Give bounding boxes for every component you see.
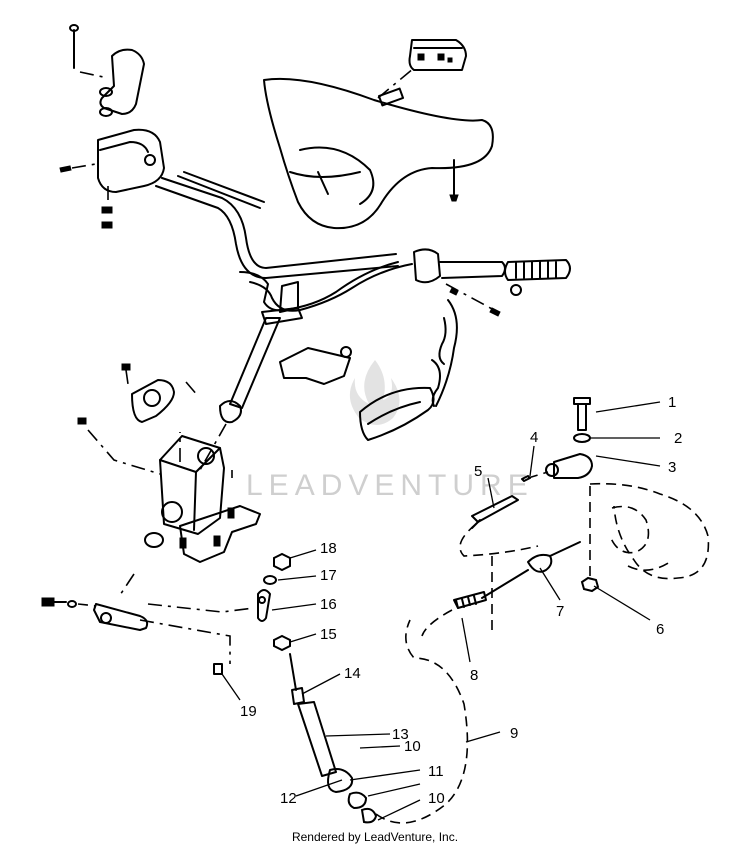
shift-cable xyxy=(289,619,469,824)
callout-10a: 10 xyxy=(404,738,421,755)
callout-9: 9 xyxy=(510,725,518,742)
callout-15: 15 xyxy=(320,626,337,643)
callout-18: 18 xyxy=(320,540,337,557)
steering-support xyxy=(77,417,261,563)
handlebar xyxy=(155,171,571,325)
callout-8: 8 xyxy=(470,667,478,684)
callout-19: 19 xyxy=(240,703,257,720)
callout-7: 7 xyxy=(556,603,564,620)
cable-guide-plate xyxy=(279,346,352,385)
callout-12: 12 xyxy=(280,790,297,807)
callout-3: 3 xyxy=(668,459,676,476)
tie-rod-end-assembly xyxy=(421,397,710,637)
callout-4: 4 xyxy=(530,429,538,446)
callout-14: 14 xyxy=(344,665,361,682)
steering-column xyxy=(121,317,281,471)
tether-cord xyxy=(359,299,458,441)
callout-17: 17 xyxy=(320,567,337,584)
callout-labels: 1 2 3 4 5 6 7 8 9 10 10 11 12 13 14 15 1… xyxy=(240,394,682,807)
leader-lines xyxy=(221,401,661,821)
mounting-bracket xyxy=(69,24,145,117)
pitman-arm-assembly xyxy=(41,552,291,675)
callout-10b: 10 xyxy=(428,790,445,807)
switch-housing xyxy=(59,128,165,229)
callout-6: 6 xyxy=(656,621,664,638)
callout-1: 1 xyxy=(668,394,676,411)
watermark-text: LEADVENTURE xyxy=(246,469,534,502)
callout-16: 16 xyxy=(320,596,337,613)
callout-5: 5 xyxy=(474,463,482,480)
credit-text: Rendered by LeadVenture, Inc. xyxy=(291,830,459,844)
callout-11: 11 xyxy=(428,763,444,780)
callout-13: 13 xyxy=(392,726,409,743)
watermark: LEADVENTURE xyxy=(246,360,534,502)
handlebar-cowl xyxy=(263,39,494,230)
callout-2: 2 xyxy=(674,430,682,447)
